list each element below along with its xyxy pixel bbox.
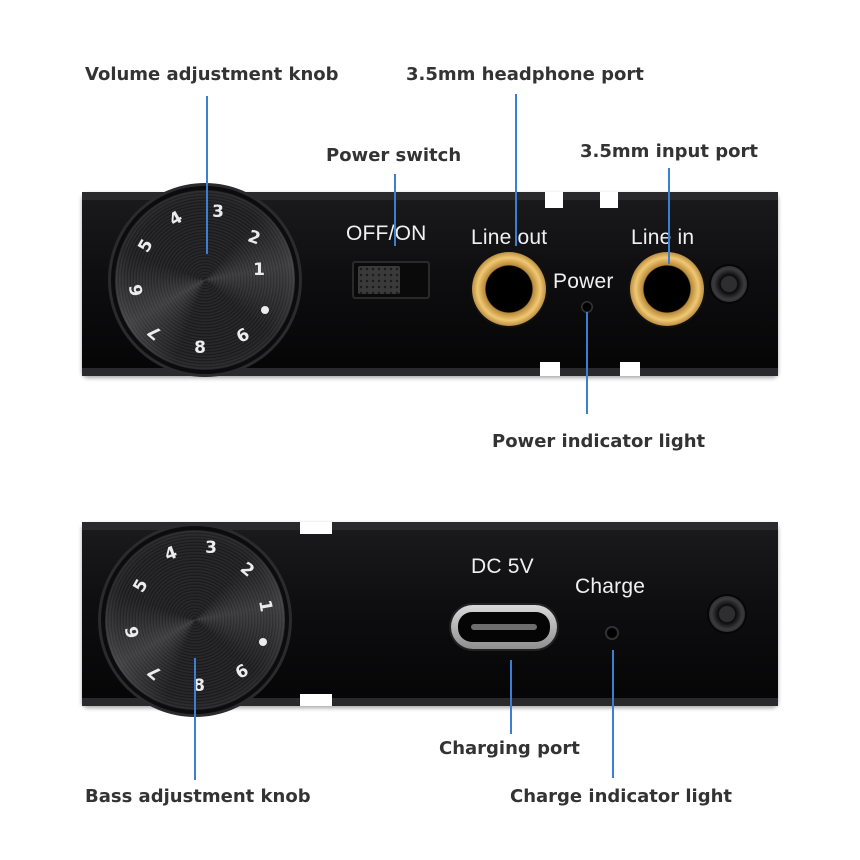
- power-light-callout: Power indicator light: [492, 431, 706, 452]
- panel-notch: [600, 192, 618, 208]
- screw-icon: [709, 596, 745, 632]
- charging-port-leader: [510, 660, 512, 734]
- line-out-label: Line out: [471, 226, 548, 249]
- power-switch-callout: Power switch: [326, 145, 462, 166]
- dc-label: DC 5V: [471, 555, 534, 578]
- usb-c-charging-port[interactable]: [451, 605, 557, 649]
- switch-label: OFF/ON: [346, 222, 427, 245]
- headphone-port-leader: [515, 94, 517, 246]
- charge-indicator-light: [605, 626, 619, 640]
- input-jack[interactable]: [630, 252, 704, 326]
- knob-number: 8: [194, 338, 206, 358]
- power-light-leader: [586, 312, 588, 414]
- knob-number: 6: [122, 624, 144, 640]
- power-switch-leader: [394, 174, 396, 246]
- bass-knob-leader: [194, 658, 196, 780]
- volume-knob[interactable]: 1 2 3 4 5 6 7 8 9: [115, 190, 295, 370]
- top-rail: [82, 522, 778, 530]
- knob-indicator-dot: [261, 306, 269, 314]
- bass-knob-callout: Bass adjustment knob: [85, 786, 311, 807]
- panel-notch: [300, 522, 332, 534]
- bottom-rail: [82, 698, 778, 706]
- charge-label: Charge: [575, 575, 646, 598]
- power-label: Power: [553, 270, 614, 293]
- headphone-port-callout: 3.5mm headphone port: [406, 64, 644, 85]
- charge-light-callout: Charge indicator light: [510, 786, 733, 807]
- knob-indicator-dot: [259, 638, 267, 646]
- screw-icon: [711, 266, 747, 302]
- headphone-jack[interactable]: [472, 252, 546, 326]
- panel-notch: [545, 192, 563, 208]
- knob-number: 1: [254, 598, 276, 614]
- panel-notch: [540, 362, 560, 376]
- line-in-label: Line in: [631, 226, 695, 249]
- panel-notch: [300, 694, 332, 706]
- bottom-rail: [82, 368, 778, 376]
- volume-knob-callout: Volume adjustment knob: [85, 64, 339, 85]
- knob-number: 1: [253, 260, 265, 280]
- usb-c-tongue: [471, 624, 537, 630]
- knob-shine: [115, 190, 295, 370]
- volume-knob-leader: [206, 96, 208, 254]
- knob-number: 3: [205, 538, 217, 558]
- input-port-leader: [668, 168, 670, 264]
- power-indicator-light: [581, 301, 593, 313]
- knob-number: 8: [193, 676, 205, 696]
- panel-notch: [620, 362, 640, 376]
- switch-toggle: [358, 266, 400, 294]
- charging-port-callout: Charging port: [439, 738, 580, 759]
- top-rail: [82, 192, 778, 200]
- input-port-callout: 3.5mm input port: [580, 141, 758, 162]
- charge-light-leader: [612, 650, 614, 778]
- knob-number: 3: [212, 202, 224, 222]
- knob-number: 6: [126, 282, 148, 298]
- power-switch[interactable]: [352, 261, 430, 299]
